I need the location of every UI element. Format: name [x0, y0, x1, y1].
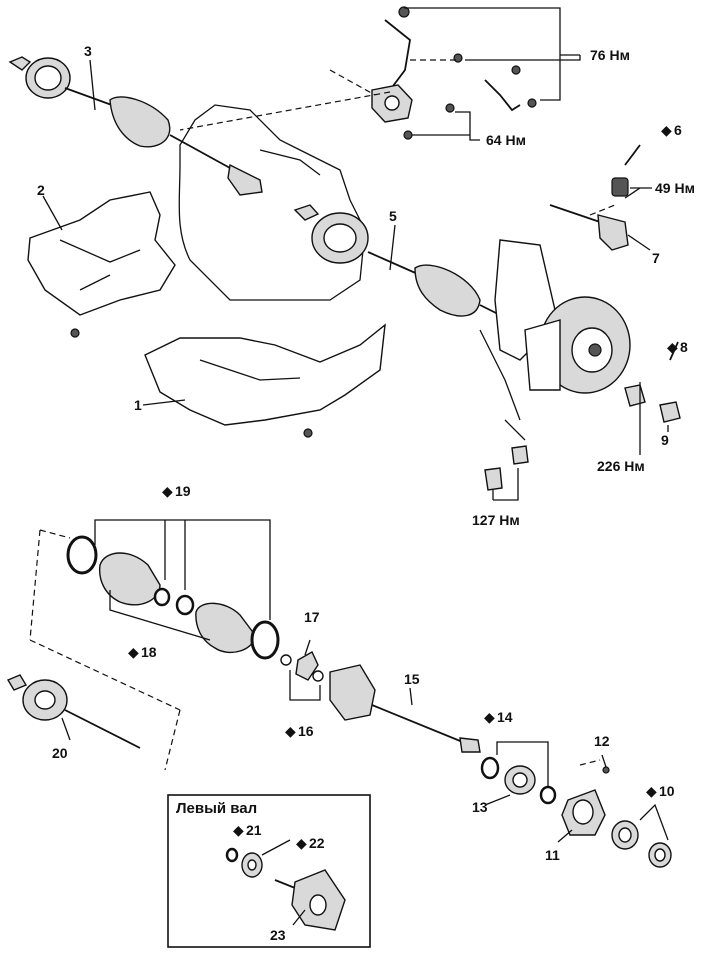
inset-left-shaft: [167, 794, 371, 948]
tie-rod-group: [549, 144, 641, 251]
label-part-10: 10: [659, 783, 675, 799]
label-part-21: 21: [246, 822, 262, 838]
label-part-9: 9: [661, 432, 669, 448]
drive-shaft-3: [8, 56, 263, 196]
label-part-18: 18: [141, 644, 157, 660]
marker-part-22: ◆: [296, 835, 307, 851]
label-part-11: 11: [545, 847, 560, 863]
engine-outline: [178, 104, 366, 301]
torque-127: 127 Нм: [472, 512, 520, 528]
part-labels: 3 2 5 1 ◆ 6 7 ◆ 8 9 ◆ 19 ◆ 18 17 ◆ 16 15…: [37, 43, 688, 943]
stabilizer-bracket: [179, 6, 581, 141]
label-part-22: 22: [309, 835, 325, 851]
dashed-guide: [29, 529, 181, 771]
label-part-5: 5: [389, 208, 397, 224]
splash-shield-1: [144, 323, 386, 438]
tripod-group: [280, 651, 324, 701]
clamp-19-group: [94, 519, 271, 620]
torque-76: 76 Нм: [590, 47, 630, 63]
label-part-6: 6: [674, 122, 682, 138]
label-part-16: 16: [298, 723, 314, 739]
label-part-23: 23: [270, 927, 286, 943]
label-part-7: 7: [652, 250, 660, 266]
label-part-1: 1: [134, 397, 142, 413]
label-part-14: 14: [497, 709, 513, 725]
drive-shaft-5: [293, 204, 501, 317]
label-part-13: 13: [472, 799, 488, 815]
shaft-20: [6, 674, 141, 749]
marker-part-21: ◆: [233, 822, 244, 838]
knuckle-bolts: [484, 445, 529, 491]
label-part-12: 12: [594, 733, 610, 749]
leader-lines: [42, 59, 669, 926]
torque-64: 64 Нм: [486, 132, 526, 148]
label-part-20: 20: [52, 745, 68, 761]
label-part-15: 15: [404, 671, 420, 687]
bearing-group: [480, 741, 672, 868]
boot-parts: [66, 535, 280, 660]
inset-title: Левый вал: [176, 800, 257, 817]
cv-joint-15: [329, 664, 481, 753]
label-part-2: 2: [37, 182, 45, 198]
marker-part-19: ◆: [162, 483, 173, 499]
label-part-8: 8: [680, 339, 688, 355]
marker-part-8: ◆: [667, 339, 678, 355]
torque-labels: 76 Нм 64 Нм 49 Нм 226 Нм 127 Нм: [472, 47, 695, 528]
knuckle-hub-assembly: [479, 239, 631, 441]
torque-49: 49 Нм: [655, 180, 695, 196]
marker-part-14: ◆: [484, 709, 495, 725]
label-part-3: 3: [84, 43, 92, 59]
label-part-17: 17: [304, 609, 320, 625]
splash-shield-2: [27, 191, 176, 338]
marker-part-18: ◆: [128, 644, 139, 660]
marker-part-10: ◆: [646, 783, 657, 799]
marker-part-16: ◆: [285, 723, 296, 739]
torque-226: 226 Нм: [597, 458, 645, 474]
label-part-19: 19: [175, 483, 191, 499]
marker-part-6: ◆: [661, 122, 672, 138]
